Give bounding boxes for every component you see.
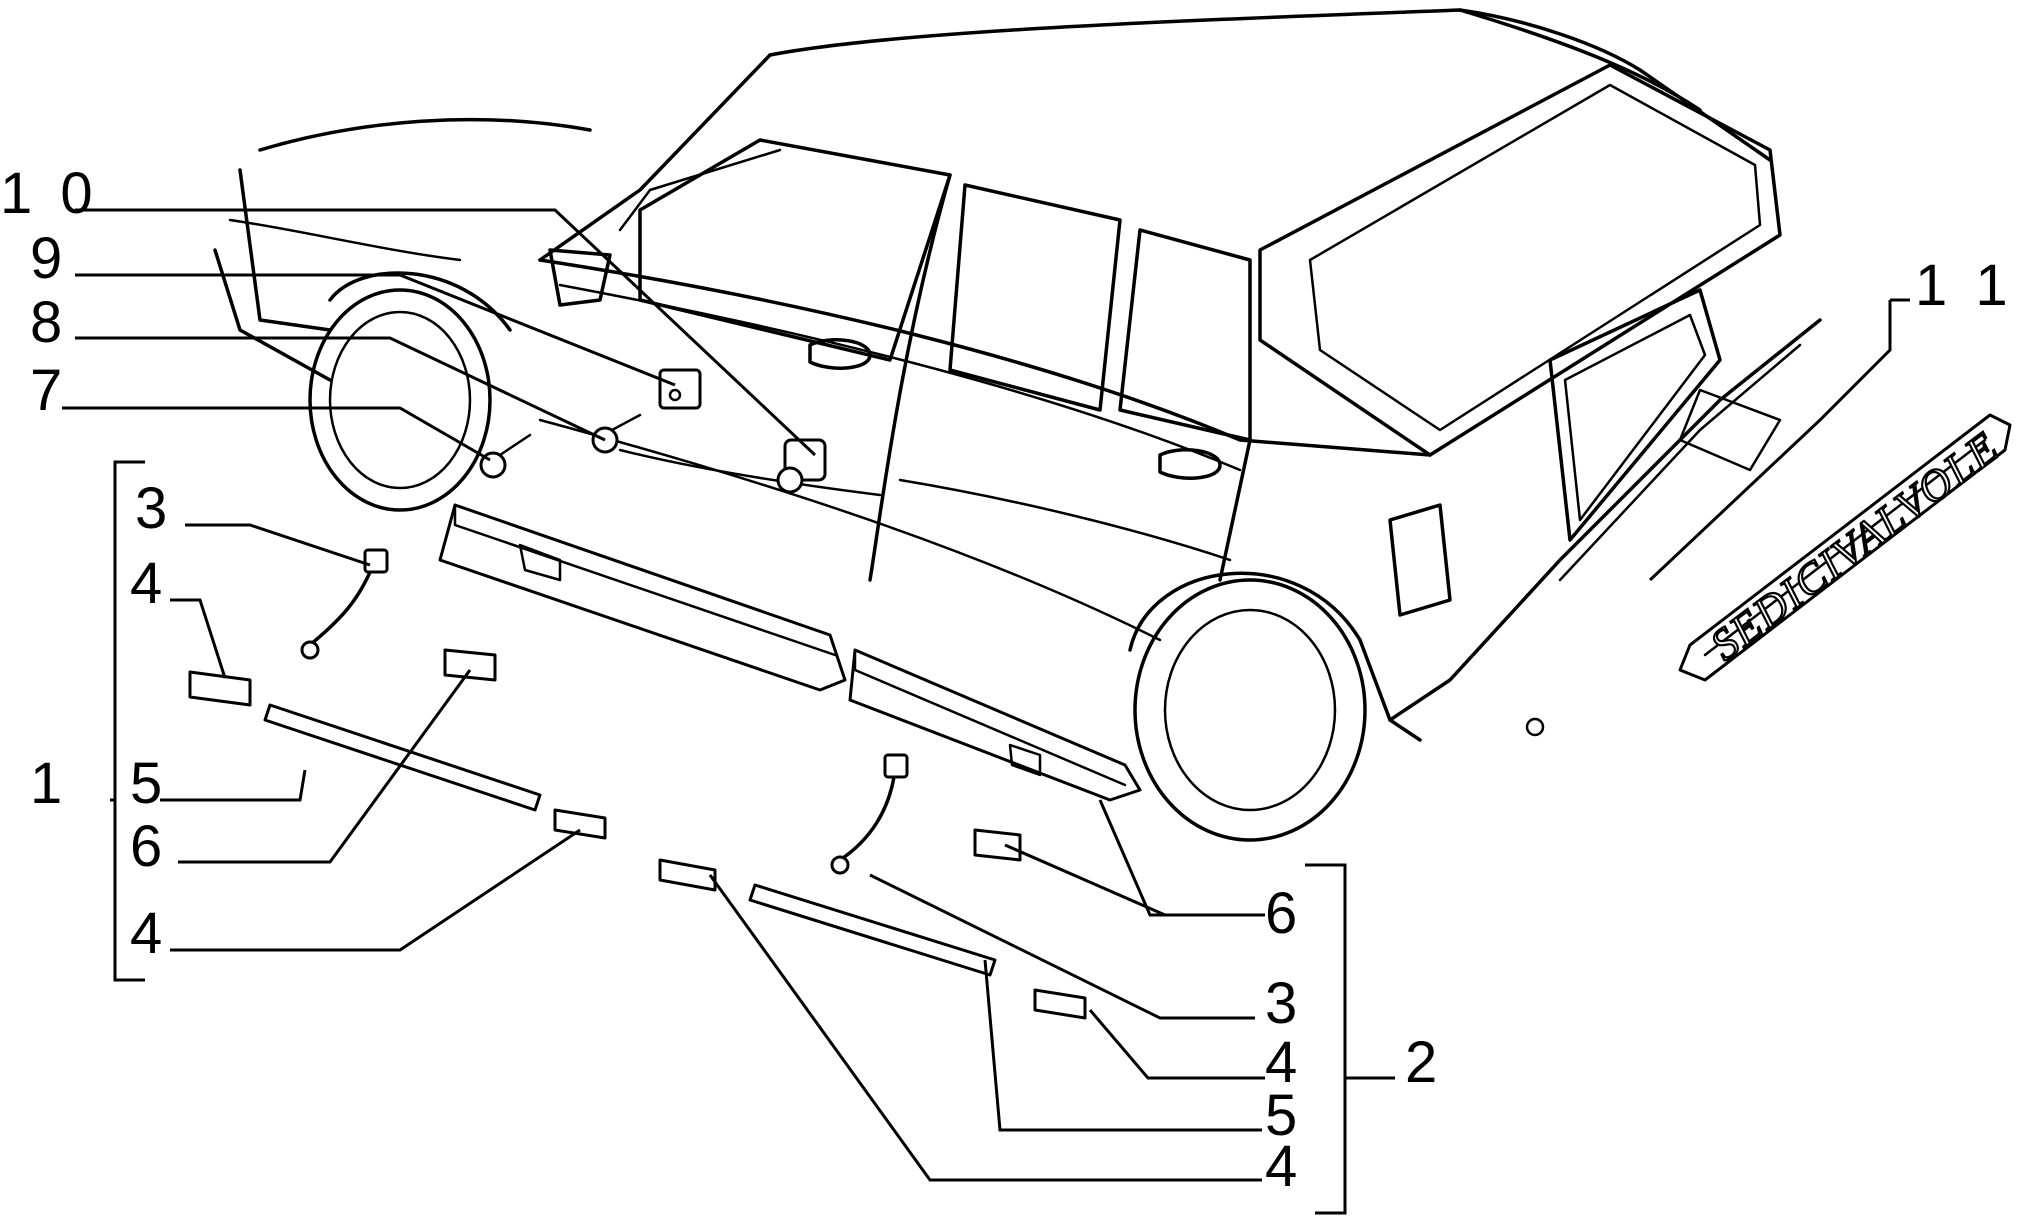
callout-3-left: 3 — [135, 476, 173, 541]
car-body-outline — [213, 8, 1822, 842]
callout-5-left: 5 — [130, 751, 168, 816]
callout-10: 1 0 — [0, 161, 99, 226]
callout-4-right-top: 4 — [1265, 1030, 1303, 1095]
callout-6-right: 6 — [1265, 881, 1303, 946]
callout-1: 1 — [30, 751, 68, 816]
callout-5-right: 5 — [1265, 1083, 1303, 1148]
leader-lines — [62, 208, 1910, 1215]
callout-7: 7 — [30, 358, 68, 423]
clip-4-left-top — [188, 670, 252, 707]
callout-3-right: 3 — [1265, 971, 1303, 1036]
badge-lettering: SEDICIVALVOLE — [1702, 422, 2009, 670]
cable-3-left — [300, 548, 389, 660]
callout-4-right-bottom: 4 — [1265, 1134, 1303, 1199]
callout-numbers: 1 0 9 8 7 3 4 1 5 6 4 1 1 6 3 4 2 5 4 — [0, 161, 2014, 1199]
screw-7 — [479, 433, 532, 479]
clip-4-right-low — [1033, 988, 1087, 1020]
sedicivalvole-badge: SEDICIVALVOLE — [1678, 413, 2012, 682]
callout-2: 2 — [1405, 1030, 1443, 1095]
cable-3-right — [830, 753, 909, 875]
clip-4-right-middle — [658, 858, 717, 892]
sill-moulding-left — [438, 503, 847, 692]
clip-9 — [658, 368, 702, 410]
trim-strip-5-left — [263, 703, 542, 812]
cap-6-right — [973, 828, 1022, 862]
callout-8: 8 — [30, 290, 68, 355]
cap-6-left — [443, 648, 497, 682]
callout-4-left-top: 4 — [130, 551, 168, 616]
sill-moulding-right — [848, 648, 1142, 802]
callout-6-left: 6 — [130, 814, 168, 879]
callout-11: 1 1 — [1915, 253, 2014, 318]
trim-strip-5-right — [748, 883, 997, 977]
callout-9: 9 — [30, 226, 68, 291]
fastener-10 — [776, 438, 827, 494]
clip-4-left-bottom — [553, 808, 607, 840]
callout-4-left-bottom: 4 — [130, 901, 168, 966]
